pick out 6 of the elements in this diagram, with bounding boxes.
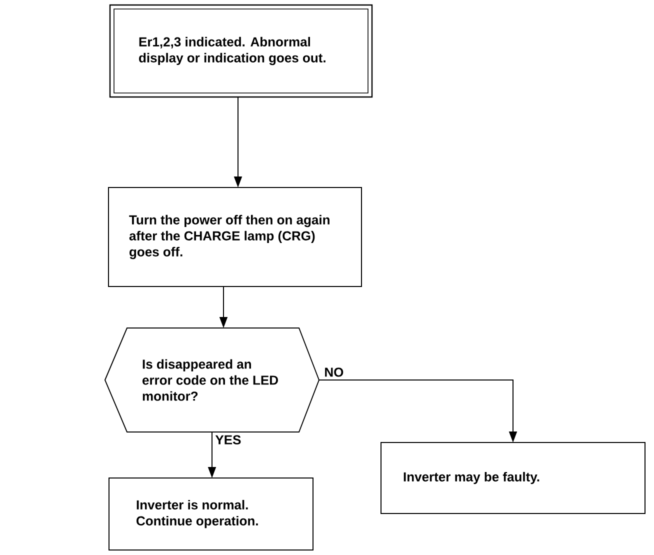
start-box: Er1,2,3 indicated. Abnormal display or indication goes out. bbox=[109, 4, 373, 98]
process-box: Turn the power off then on again after the CHARGE lamp (CRG) goes off. bbox=[108, 187, 362, 287]
process-box: Inverter is normal. Continue operation. bbox=[108, 478, 314, 550]
edge-label: NO bbox=[325, 368, 344, 377]
edge-label: YES bbox=[215, 435, 241, 444]
process-box: Inverter may be faulty. bbox=[380, 442, 646, 514]
